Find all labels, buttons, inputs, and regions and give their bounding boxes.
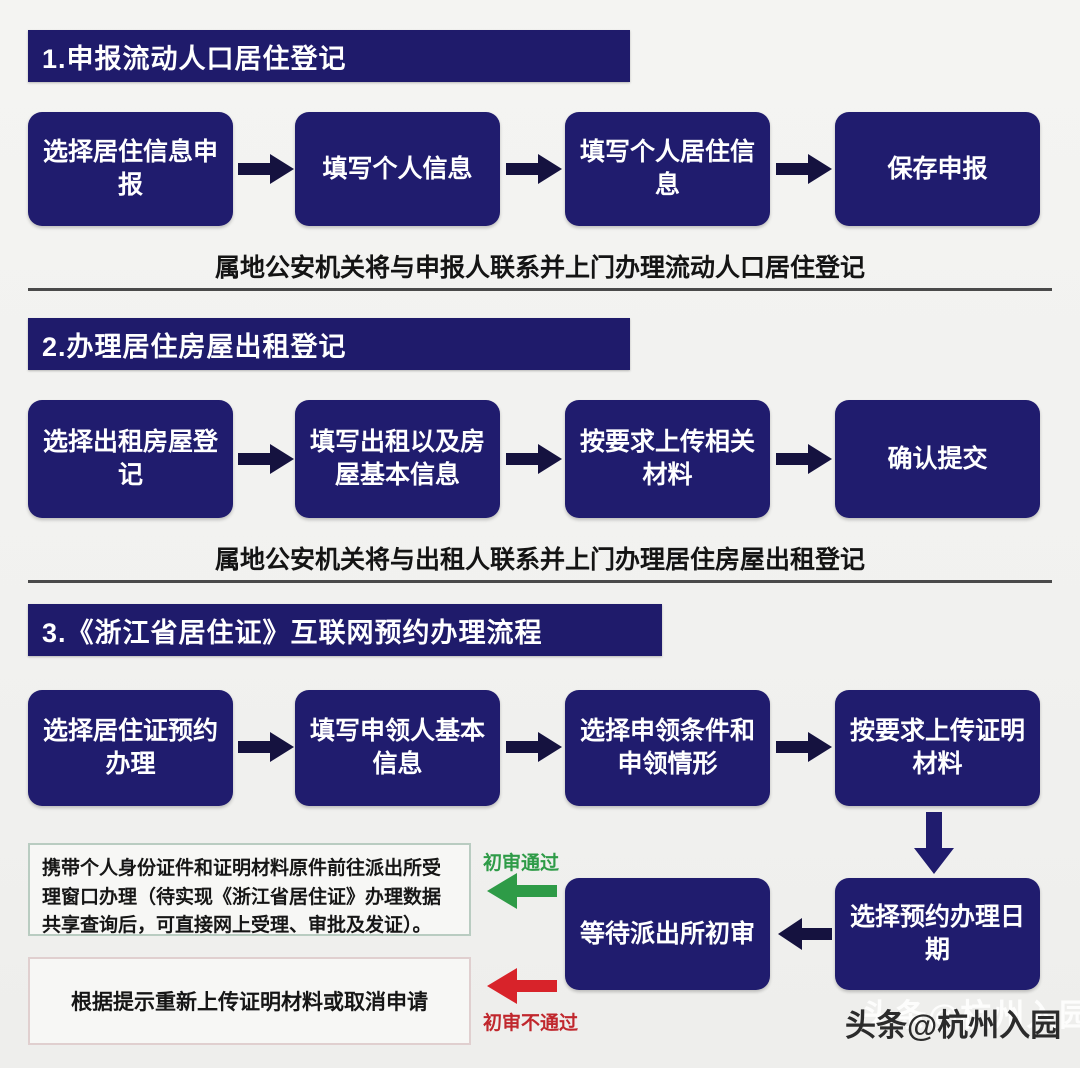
section-2-note: 属地公安机关将与出租人联系并上门办理居住房屋出租登记 <box>28 540 1052 583</box>
arrow-left-red-icon <box>487 967 557 1005</box>
section-2-step-1: 选择出租房屋登记 <box>28 400 233 518</box>
arrow-right-icon <box>238 152 294 186</box>
arrow-down-icon <box>912 812 956 874</box>
arrow-right-icon <box>238 442 294 476</box>
arrow-right-icon <box>776 442 832 476</box>
section-2-header: 2.办理居住房屋出租登记 <box>28 318 630 370</box>
watermark-ghost: 头条@杭州入园 <box>862 998 1080 1033</box>
arrow-left-icon <box>778 916 832 952</box>
section-1-header: 1.申报流动人口居住登记 <box>28 30 630 82</box>
section-2-step-3: 按要求上传相关材料 <box>565 400 770 518</box>
arrow-right-icon <box>776 152 832 186</box>
review-pass-note: 携带个人身份证件和证明材料原件前往派出所受理窗口办理（待实现《浙江省居住证》办理… <box>28 843 471 936</box>
section-3-header: 3.《浙江省居住证》互联网预约办理流程 <box>28 604 662 656</box>
section-1-note: 属地公安机关将与申报人联系并上门办理流动人口居住登记 <box>28 248 1052 291</box>
arrow-right-icon <box>506 152 562 186</box>
section-3-bottom-step-1: 等待派出所初审 <box>565 878 770 990</box>
section-3-step-3: 选择申领条件和申领情形 <box>565 690 770 806</box>
arrow-right-icon <box>238 730 294 764</box>
review-fail-label: 初审不通过 <box>483 1013 579 1034</box>
section-1-step-4: 保存申报 <box>835 112 1040 226</box>
section-1-step-3: 填写个人居住信息 <box>565 112 770 226</box>
section-1-step-1: 选择居住信息申报 <box>28 112 233 226</box>
review-pass-label: 初审通过 <box>483 853 560 874</box>
section-3-step-4: 按要求上传证明材料 <box>835 690 1040 806</box>
arrow-left-green-icon <box>487 872 557 910</box>
arrow-right-icon <box>506 442 562 476</box>
section-3-bottom-step-2: 选择预约办理日期 <box>835 878 1040 990</box>
section-3-step-2: 填写申领人基本信息 <box>295 690 500 806</box>
section-1-step-2: 填写个人信息 <box>295 112 500 226</box>
review-fail-note: 根据提示重新上传证明材料或取消申请 <box>28 957 471 1045</box>
section-2-step-4: 确认提交 <box>835 400 1040 518</box>
arrow-right-icon <box>776 730 832 764</box>
section-3-step-1: 选择居住证预约办理 <box>28 690 233 806</box>
arrow-right-icon <box>506 730 562 764</box>
section-2-step-2: 填写出租以及房屋基本信息 <box>295 400 500 518</box>
watermark: 头条@杭州入园 <box>845 1008 1062 1043</box>
